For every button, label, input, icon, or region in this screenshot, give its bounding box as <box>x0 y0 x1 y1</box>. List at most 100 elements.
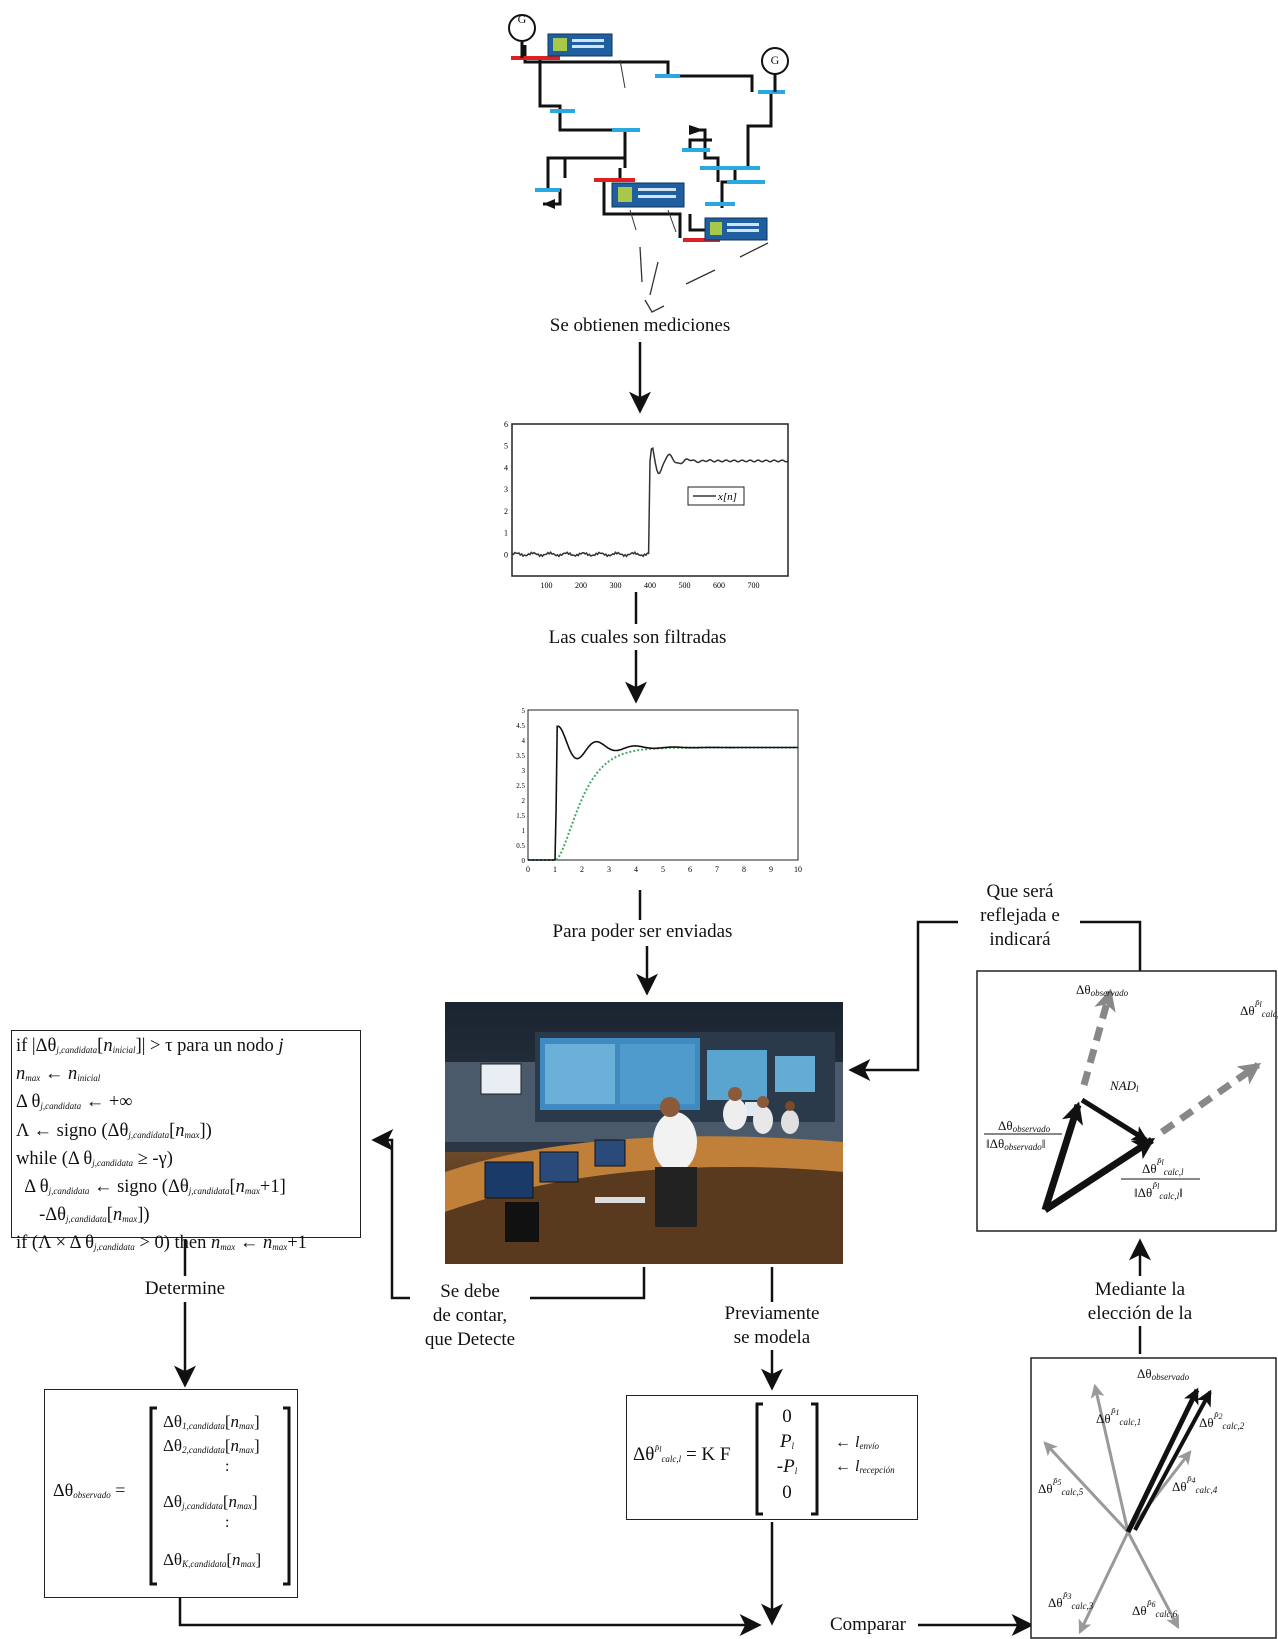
model-equation-lhs: ΔθP̃lcalc,l = K F <box>633 1444 731 1465</box>
filtered-x-tick-label: 6 <box>688 865 692 874</box>
nad-frac2-numerator: ΔθP̃lcalc,l <box>1142 1158 1184 1177</box>
cand-vector-1-label: ΔθP̃1calc,1 <box>1096 1408 1142 1427</box>
nad-frac1-numerator: Δθobservado <box>998 1118 1051 1134</box>
nad-observed-label: Δθobservado <box>1076 982 1129 998</box>
generator-2-label: G <box>770 53 780 67</box>
network-arrow-heads <box>543 125 704 209</box>
algo-line-5: while (Δ θj,candidata ≥ -γ) <box>16 1148 173 1169</box>
observed-vector-lhs: Δθobservado = <box>53 1480 126 1500</box>
cand-vector-3-label: ΔθP̃3calc,3 <box>1048 1592 1094 1611</box>
algo-line-1: if |Δθj,candidata[ninicial]| > τ para un… <box>16 1036 284 1056</box>
label-filtered: Las cuales son filtradas <box>530 626 745 650</box>
label-measurements: Se obtienen mediciones <box>530 314 750 338</box>
filtered-x-tick-label: 10 <box>794 865 802 874</box>
filtered-x-tick-label: 5 <box>661 865 665 874</box>
observed-vector-dots-2: : <box>225 1514 230 1531</box>
flow-connectors <box>174 342 1151 1636</box>
nad-frac2-denominator: ‖ΔθP̃lcalc,l‖ <box>1134 1182 1183 1201</box>
filtered-x-tick-label: 4 <box>634 865 638 874</box>
label-determine: Determine <box>135 1277 235 1301</box>
model-vector-cell-4: 0 <box>782 1482 792 1503</box>
raw-x-tick-label: 500 <box>679 581 691 590</box>
algo-line-6: Δ θj,candidata ← signo (Δθj,candidata[nm… <box>16 1177 286 1198</box>
raw-y-tick-label: 1 <box>504 529 508 538</box>
filtered-y-tick-label: 4.5 <box>516 722 525 730</box>
filtered-series-black <box>528 725 798 861</box>
power-network-diagram <box>523 45 773 238</box>
raw-series-line <box>511 447 789 558</box>
filtered-x-tick-label: 0 <box>526 865 530 874</box>
algo-line-4: Λ ← signo (Δθj,candidata[nmax]) <box>16 1120 212 1141</box>
model-vector-cell-2: Pl <box>779 1431 795 1452</box>
observed-vector-row-k: ΔθK,candidata[nmax] <box>163 1550 262 1569</box>
filtered-x-tick-label: 2 <box>580 865 584 874</box>
label-compare: Comparar <box>820 1613 916 1637</box>
cand-vector-4-label: ΔθP̃4calc,4 <box>1172 1476 1218 1495</box>
filtered-y-tick-label: 5 <box>522 707 526 715</box>
nad-calc-label: ΔθP̃lcalc,l <box>1240 1000 1278 1019</box>
filtered-x-tick-label: 7 <box>715 865 719 874</box>
filtered-x-tick-label: 1 <box>553 865 557 874</box>
filtered-y-tick-label: 0 <box>522 857 526 865</box>
model-equation-brackets <box>755 1402 819 1516</box>
filtered-y-tick-label: 2 <box>522 797 526 805</box>
raw-x-tick-label: 400 <box>644 581 656 590</box>
generator-2 <box>761 47 789 92</box>
filtered-y-tick-label: 3 <box>522 767 526 775</box>
raw-x-tick-label: 200 <box>575 581 587 590</box>
algo-line-7: -Δθj,candidata[nmax]) <box>16 1205 150 1226</box>
cand-vector-5-label: ΔθP̃5calc,5 <box>1038 1478 1084 1497</box>
raw-x-tick-label: 700 <box>748 581 760 590</box>
raw-y-tick-label: 5 <box>504 442 508 451</box>
raw-y-tick-label: 3 <box>504 485 508 494</box>
observed-vector-box: Δθobservado = Δθ1,candidata[nmax] Δθ2,ca… <box>44 1389 298 1598</box>
candidates-vector-box <box>1030 1357 1277 1639</box>
nad-vector-box <box>976 970 1277 1232</box>
cand-vector-2-label: ΔθP̃2calc,2 <box>1199 1412 1245 1431</box>
filtered-x-tick-label: 8 <box>742 865 746 874</box>
filtered-y-tick-label: 2.5 <box>516 782 525 790</box>
observed-vector-row-2: Δθ2,candidata[nmax] <box>163 1436 260 1455</box>
filtered-y-tick-label: 1 <box>522 827 526 835</box>
detection-algorithm-box: if |Δθj,candidata[ninicial]| > τ para un… <box>11 1030 361 1253</box>
filtered-y-tick-label: 1.5 <box>516 812 525 820</box>
model-vector-cell-1: 0 <box>782 1406 792 1427</box>
pmu-device-1 <box>547 33 626 89</box>
model-receive-label: ← lrecepción <box>835 1458 895 1475</box>
raw-x-tick-label: 300 <box>610 581 622 590</box>
raw-y-tick-label: 2 <box>504 507 508 516</box>
pmu-device-2 <box>611 182 685 233</box>
generator-1 <box>508 14 536 58</box>
raw-x-tick-label: 600 <box>713 581 725 590</box>
observed-vector-brackets <box>149 1406 291 1586</box>
raw-y-tick-label: 6 <box>504 420 508 429</box>
algo-line-2: nmax ← ninicial <box>16 1064 101 1085</box>
control-room-photo <box>445 1002 843 1264</box>
cand-observed-label: Δθobservado <box>1137 1366 1190 1382</box>
algo-line-3: Δ θj,candidata ← +∞ <box>16 1092 133 1113</box>
model-send-label: ← lenvío <box>835 1434 879 1451</box>
filtered-y-tick-label: 0.5 <box>516 842 525 850</box>
observed-vector-dots-1: : <box>225 1458 230 1475</box>
algo-line-8: if (Λ × Δ θj,candidata > 0) then nmax ← … <box>16 1233 307 1254</box>
cand-vector-6-label: ΔθP̃6calc,6 <box>1132 1600 1178 1619</box>
generator-1-label: G <box>517 12 527 26</box>
label-send: Para poder ser enviadas <box>530 920 755 944</box>
network-buses <box>511 56 785 242</box>
pmu-device-3 <box>704 217 768 241</box>
observed-vector-row-j: Δθj,candidata[nmax] <box>163 1492 258 1511</box>
model-equation-box: ΔθP̃lcalc,l = K F 0 Pl -Pl 0 ← lenvío ← … <box>626 1395 918 1520</box>
raw-y-tick-label: 4 <box>504 463 508 472</box>
observed-vector-row-1: Δθ1,candidata[nmax] <box>163 1412 260 1431</box>
raw-y-tick-label: 0 <box>504 550 508 559</box>
filtered-x-tick-label: 3 <box>607 865 611 874</box>
